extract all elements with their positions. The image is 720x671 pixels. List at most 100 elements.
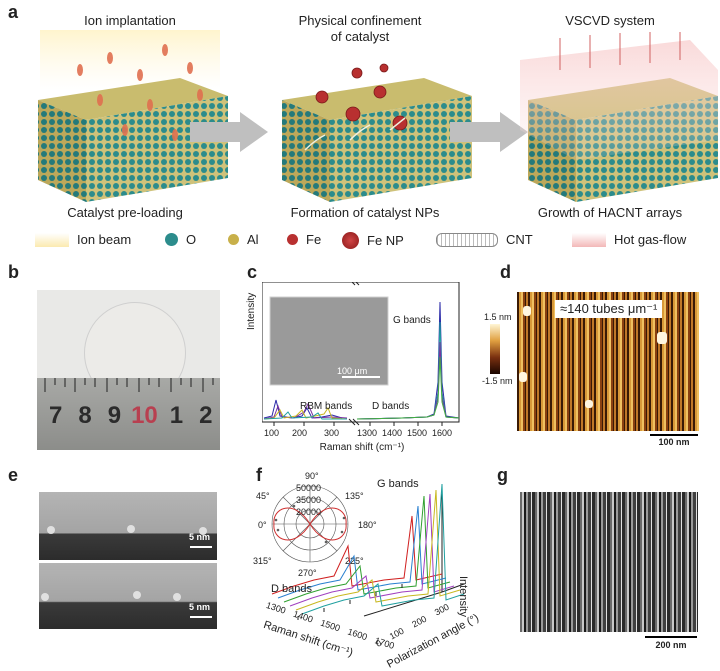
c-tick: 1600 (432, 428, 453, 438)
tem-particle (41, 593, 49, 601)
c-tick: 1500 (407, 428, 428, 438)
d-colorbar (490, 324, 500, 374)
legend-label-cnt: CNT (506, 232, 533, 247)
ruler-digit: 1 (169, 402, 184, 429)
legend-fe-np: Fe NP (342, 232, 404, 249)
c-tick: 1300 (357, 428, 378, 438)
cnt-icon (436, 232, 498, 247)
c-tick: 1400 (382, 428, 403, 438)
ruler-digit: 2 (199, 402, 213, 429)
afm-particle (657, 332, 667, 344)
tem-image-top (39, 492, 217, 560)
process-arrow-2 (450, 112, 528, 152)
step2-caption: Formation of catalyst NPs (290, 205, 440, 220)
legend-label-al: Al (247, 232, 259, 247)
ruler-ticks (44, 378, 214, 392)
tem-particle (173, 593, 181, 601)
e-scalebar-bottom-label: 5 nm (189, 602, 211, 612)
d-colorbar-min: -1.5 nm (482, 376, 513, 386)
polar-angle-45: 45° (256, 491, 270, 501)
polar-angle-0: 0° (258, 520, 267, 530)
f-annotation-d: D bands (271, 583, 312, 595)
legend-cnt: CNT (436, 232, 533, 247)
polar-ring-label: 35000 (296, 495, 322, 505)
f-zlabel: Intensity (457, 576, 469, 617)
polar-ring-label: 50000 (296, 483, 322, 493)
legend-fe: Fe (287, 232, 321, 247)
f-annotation-g: G bands (377, 478, 419, 490)
legend-label-ion-beam: Ion beam (77, 232, 132, 247)
c-annotation-rbm: RBM bands (300, 401, 353, 412)
afm-particle (585, 400, 593, 408)
polar-angle-90: 90° (305, 471, 319, 481)
panel-label-c: c (247, 262, 258, 282)
c-tick: 200 (292, 428, 308, 438)
ion-beam-swatch (35, 232, 69, 247)
cube-1 (38, 30, 228, 202)
panel-label-b: b (8, 262, 19, 282)
tem-particle (199, 527, 207, 535)
ruler-digit: 8 (78, 402, 92, 429)
panel-a-illustration (38, 30, 718, 202)
e-scalebar-top (190, 546, 212, 548)
ruler-digit: 7 (49, 402, 63, 429)
panel-label-e: e (8, 465, 19, 485)
waterfall-plot (271, 483, 465, 620)
panel-label-g: g (497, 465, 508, 485)
polar-plot (271, 485, 349, 563)
ruler: 7 8 9 10 1 2 (37, 378, 220, 450)
polar-ring-label: 20000 (296, 507, 322, 517)
ruler-digit: 9 (107, 402, 122, 429)
panel-label-a: a (8, 2, 19, 22)
al-atom-icon (228, 234, 239, 245)
cube-3 (520, 32, 718, 202)
d-scalebar-label: 100 nm (658, 437, 690, 447)
step3-title: VSCVD system (565, 13, 655, 28)
step1-title: Ion implantation (84, 13, 176, 28)
legend-label-o: O (186, 232, 197, 247)
legend-hot-gas: Hot gas-flow (572, 232, 686, 247)
c-xlabel: Raman shift (cm⁻¹) (319, 442, 405, 453)
step3-caption: Growth of HACNT arrays (537, 205, 683, 220)
panel-label-f: f (256, 465, 262, 485)
fe-np-icon (342, 232, 359, 249)
legend-ion-beam: Ion beam (35, 232, 131, 247)
e-scalebar-top-label: 5 nm (189, 532, 211, 542)
c-annotation-g: G bands (393, 315, 431, 326)
legend-label-hot-gas: Hot gas-flow (614, 232, 687, 247)
step2-title-line2: of catalyst (330, 29, 390, 44)
e-scalebar-bottom (190, 616, 212, 618)
o-atom-icon (165, 233, 178, 246)
polar-angle-315: 315° (253, 556, 272, 566)
step2-title-line1: Physical confinement (298, 13, 422, 28)
polar-angle-180: 180° (358, 520, 377, 530)
legend-al: Al (228, 232, 259, 247)
afm-particle (523, 306, 531, 316)
afm-particle (519, 372, 527, 382)
step1-caption: Catalyst pre-loading (67, 205, 183, 220)
c-inset-scalebar: 100 μm (337, 366, 368, 376)
legend-label-fe-np: Fe NP (367, 233, 404, 248)
d-density-label: ≈140 tubes μm⁻¹ (555, 300, 663, 318)
polar-angle-270: 270° (298, 568, 317, 578)
process-arrow-1 (190, 112, 268, 152)
tem-particle (127, 525, 135, 533)
legend-o: O (165, 232, 196, 247)
raman-spectrum-chart (262, 282, 460, 426)
tem-particle (47, 526, 55, 534)
ruler-digit: 10 (131, 402, 158, 429)
polar-angle-135: 135° (345, 491, 364, 501)
c-tick: 300 (324, 428, 340, 438)
hot-gas-swatch (572, 232, 606, 247)
g-scalebar-label: 200 nm (655, 640, 687, 650)
fe-atom-icon (287, 234, 298, 245)
c-ylabel: Intensity (246, 292, 257, 330)
d-scalebar (650, 434, 698, 436)
cube-2 (282, 63, 472, 202)
c-annotation-d: D bands (372, 401, 410, 412)
tem-cnt-array (520, 492, 698, 632)
tem-particle (133, 591, 141, 599)
f-y-tick: 0 (374, 637, 384, 649)
wafer-photo: 7 8 9 10 1 2 (37, 290, 220, 450)
panel-label-d: d (500, 262, 511, 282)
